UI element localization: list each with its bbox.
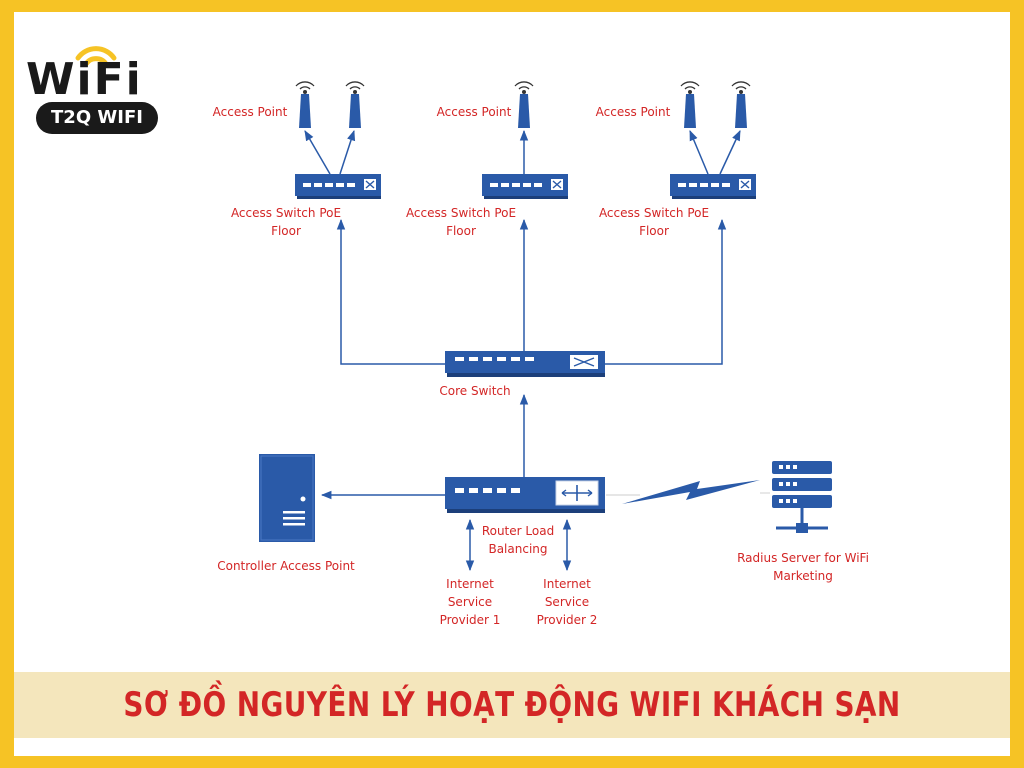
access-switch-label: Access Switch PoE Floor	[598, 206, 710, 238]
access-switch-label: Access Switch PoE Floor	[405, 206, 517, 238]
router-label: Router Load Balancing	[481, 524, 555, 556]
access-point-antenna-icon	[295, 81, 365, 129]
diagram-panel	[14, 12, 1010, 756]
access-switch-icon	[482, 174, 568, 199]
core-switch-icon	[445, 351, 605, 377]
radius-server-label: Radius Server for WiFi Marketing	[737, 551, 869, 583]
router-icon	[445, 477, 605, 513]
lightning-link-icon	[622, 480, 760, 504]
access-point-antenna-icon	[680, 81, 751, 129]
core-switch-label: Core Switch	[439, 384, 511, 398]
access-point-label: Access Point	[595, 105, 671, 119]
access-switch-icon	[670, 174, 756, 199]
page-title: SƠ ĐỒ NGUYÊN LÝ HOẠT ĐỘNG WIFI KHÁCH SẠN	[123, 685, 901, 725]
radius-server-icon	[772, 461, 832, 533]
logo-wordmark: WiFi	[26, 54, 143, 105]
access-point-label: Access Point	[212, 105, 288, 119]
wifi-logo-arcs-icon	[75, 46, 117, 67]
controller-label: Controller Access Point	[217, 559, 355, 573]
logo-badge: T2Q WIFI	[36, 102, 158, 134]
access-point-label: Access Point	[436, 105, 512, 119]
brand-logo: WiFi T2Q WIFI	[24, 36, 164, 136]
isp-2-label: Internet Service Provider 2	[536, 577, 598, 627]
isp-1-label: Internet Service Provider 1	[439, 577, 501, 627]
access-switch-icon	[295, 174, 381, 199]
title-banner: SƠ ĐỒ NGUYÊN LÝ HOẠT ĐỘNG WIFI KHÁCH SẠN	[14, 672, 1010, 738]
access-switch-label: Access Switch PoE Floor	[230, 206, 342, 238]
controller-server-icon	[259, 454, 315, 542]
